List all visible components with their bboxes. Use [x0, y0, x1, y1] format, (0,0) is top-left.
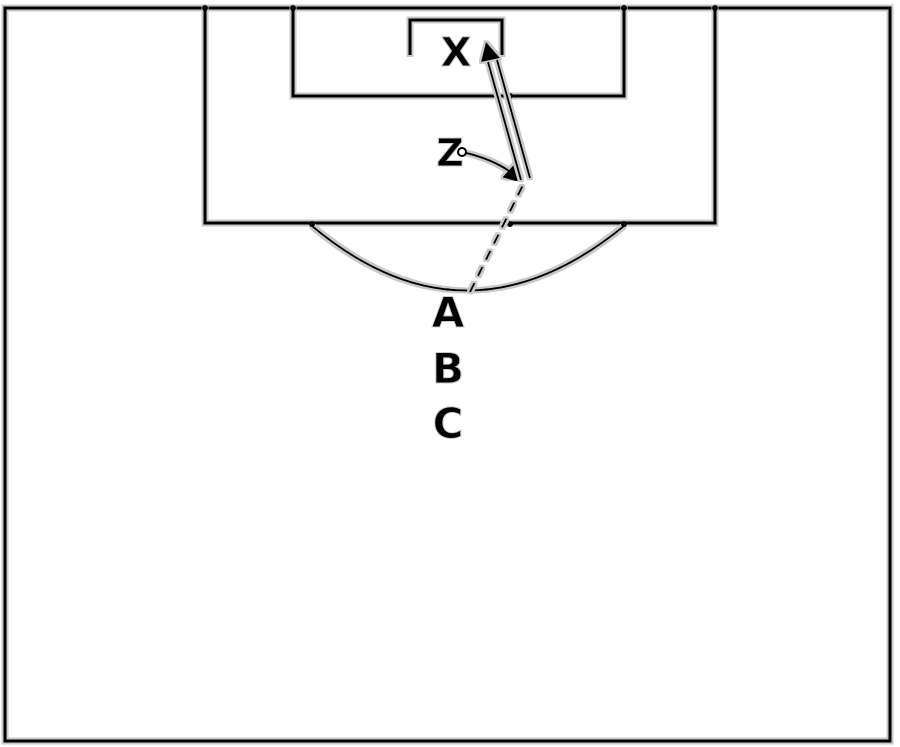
shot-line-z-to-x: [481, 42, 531, 181]
penalty-arc: [311, 225, 625, 292]
label-b: B: [432, 344, 464, 393]
player-z-dot: [457, 147, 467, 157]
pass-line-a-to-z: [469, 184, 524, 293]
label-z: Z: [436, 131, 464, 175]
goal: [408, 18, 504, 55]
line-ticks: [202, 5, 718, 227]
label-c: C: [433, 399, 464, 448]
label-a: A: [432, 288, 465, 337]
goal-area: [291, 8, 626, 98]
run-line-z: [461, 151, 524, 184]
pitch-boundary: [3, 6, 892, 743]
penalty-area: [203, 8, 717, 225]
label-x: X: [441, 30, 472, 76]
